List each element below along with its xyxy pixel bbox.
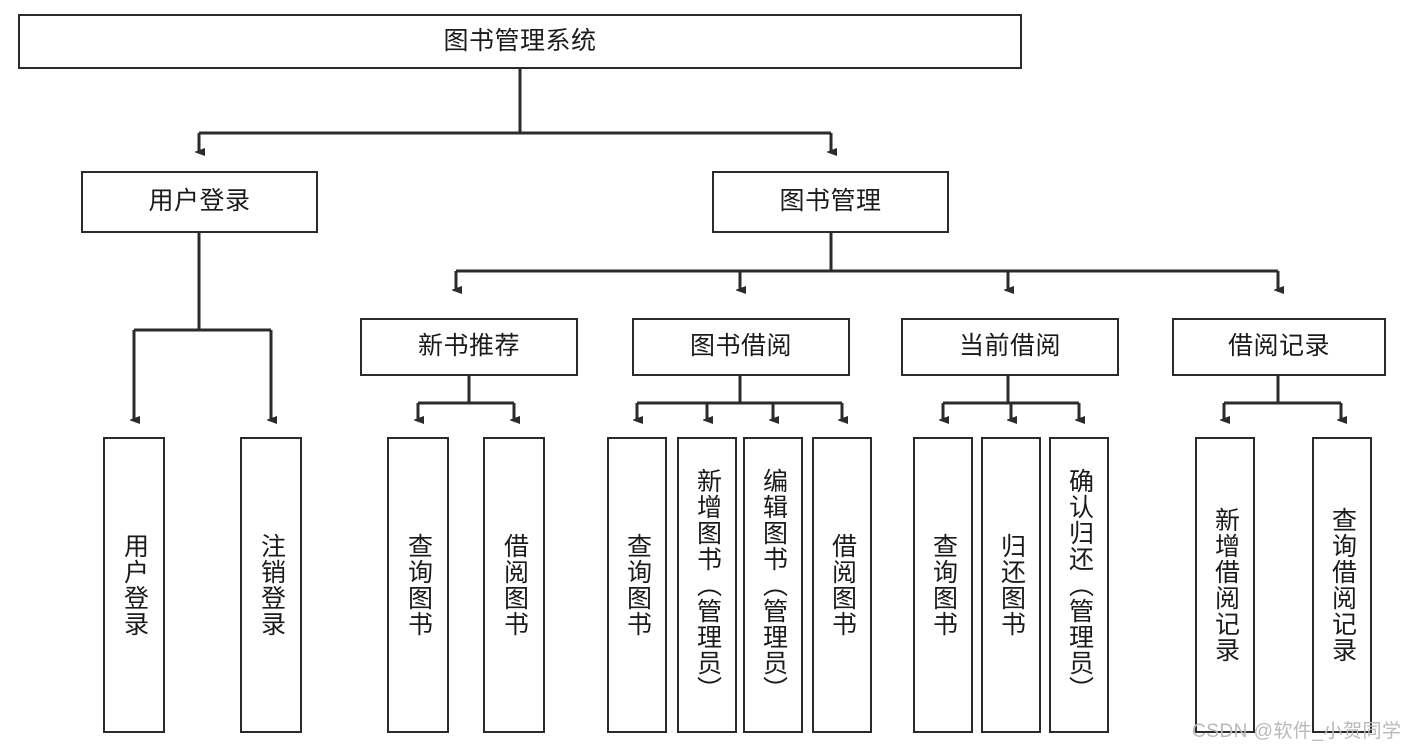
watermark: CSDN @软件_小贺同学 [1192,721,1402,742]
node-label: 确认归还（管理员） [1065,468,1094,702]
leaf-current-borrow-query[interactable]: 查询图书 [913,437,973,733]
node-label: 查询图书 [929,533,958,637]
node-book-management[interactable]: 图书管理 [712,171,949,233]
leaf-user-login-signin[interactable]: 用户登录 [103,437,165,733]
node-book-borrow[interactable]: 图书借阅 [632,318,850,376]
leaf-user-login-signout[interactable]: 注销登录 [240,437,302,733]
node-label: 当前借阅 [958,332,1061,361]
node-label: 图书管理 [779,187,882,216]
node-label: 新增图书（管理员） [693,468,722,702]
node-label: 查询借阅记录 [1328,507,1357,663]
leaf-new-book-borrow[interactable]: 借阅图书 [483,437,545,733]
node-label: 新增借阅记录 [1211,507,1240,663]
node-label: 图书借阅 [689,332,792,361]
node-label: 查询图书 [623,533,652,637]
leaf-book-borrow-add[interactable]: 新增图书（管理员） [677,437,737,733]
leaf-borrow-record-add[interactable]: 新增借阅记录 [1195,437,1255,733]
node-label: 新书推荐 [417,332,520,361]
node-label: 用户登录 [120,533,149,637]
leaf-book-borrow-query[interactable]: 查询图书 [607,437,667,733]
leaf-current-borrow-return[interactable]: 归还图书 [981,437,1041,733]
node-current-borrow[interactable]: 当前借阅 [901,318,1119,376]
node-root-book-management-system[interactable]: 图书管理系统 [18,14,1022,69]
node-label: 图书管理系统 [443,26,597,55]
node-label: 查询图书 [404,533,433,637]
node-label: 用户登录 [148,187,251,216]
leaf-book-borrow-edit[interactable]: 编辑图书（管理员） [743,437,803,733]
node-label: 编辑图书（管理员） [759,468,788,702]
node-label: 归还图书 [997,533,1026,637]
node-borrow-record[interactable]: 借阅记录 [1172,318,1386,376]
node-label: 借阅记录 [1227,332,1330,361]
leaf-new-book-query[interactable]: 查询图书 [387,437,449,733]
leaf-borrow-record-query[interactable]: 查询借阅记录 [1312,437,1372,733]
node-label: 借阅图书 [500,533,529,637]
node-user-login[interactable]: 用户登录 [81,171,318,233]
leaf-book-borrow-borrow[interactable]: 借阅图书 [812,437,872,733]
node-label: 借阅图书 [828,533,857,637]
leaf-current-borrow-confirm-return[interactable]: 确认归还（管理员） [1049,437,1109,733]
node-new-book-recommend[interactable]: 新书推荐 [360,318,578,376]
node-label: 注销登录 [257,533,286,637]
